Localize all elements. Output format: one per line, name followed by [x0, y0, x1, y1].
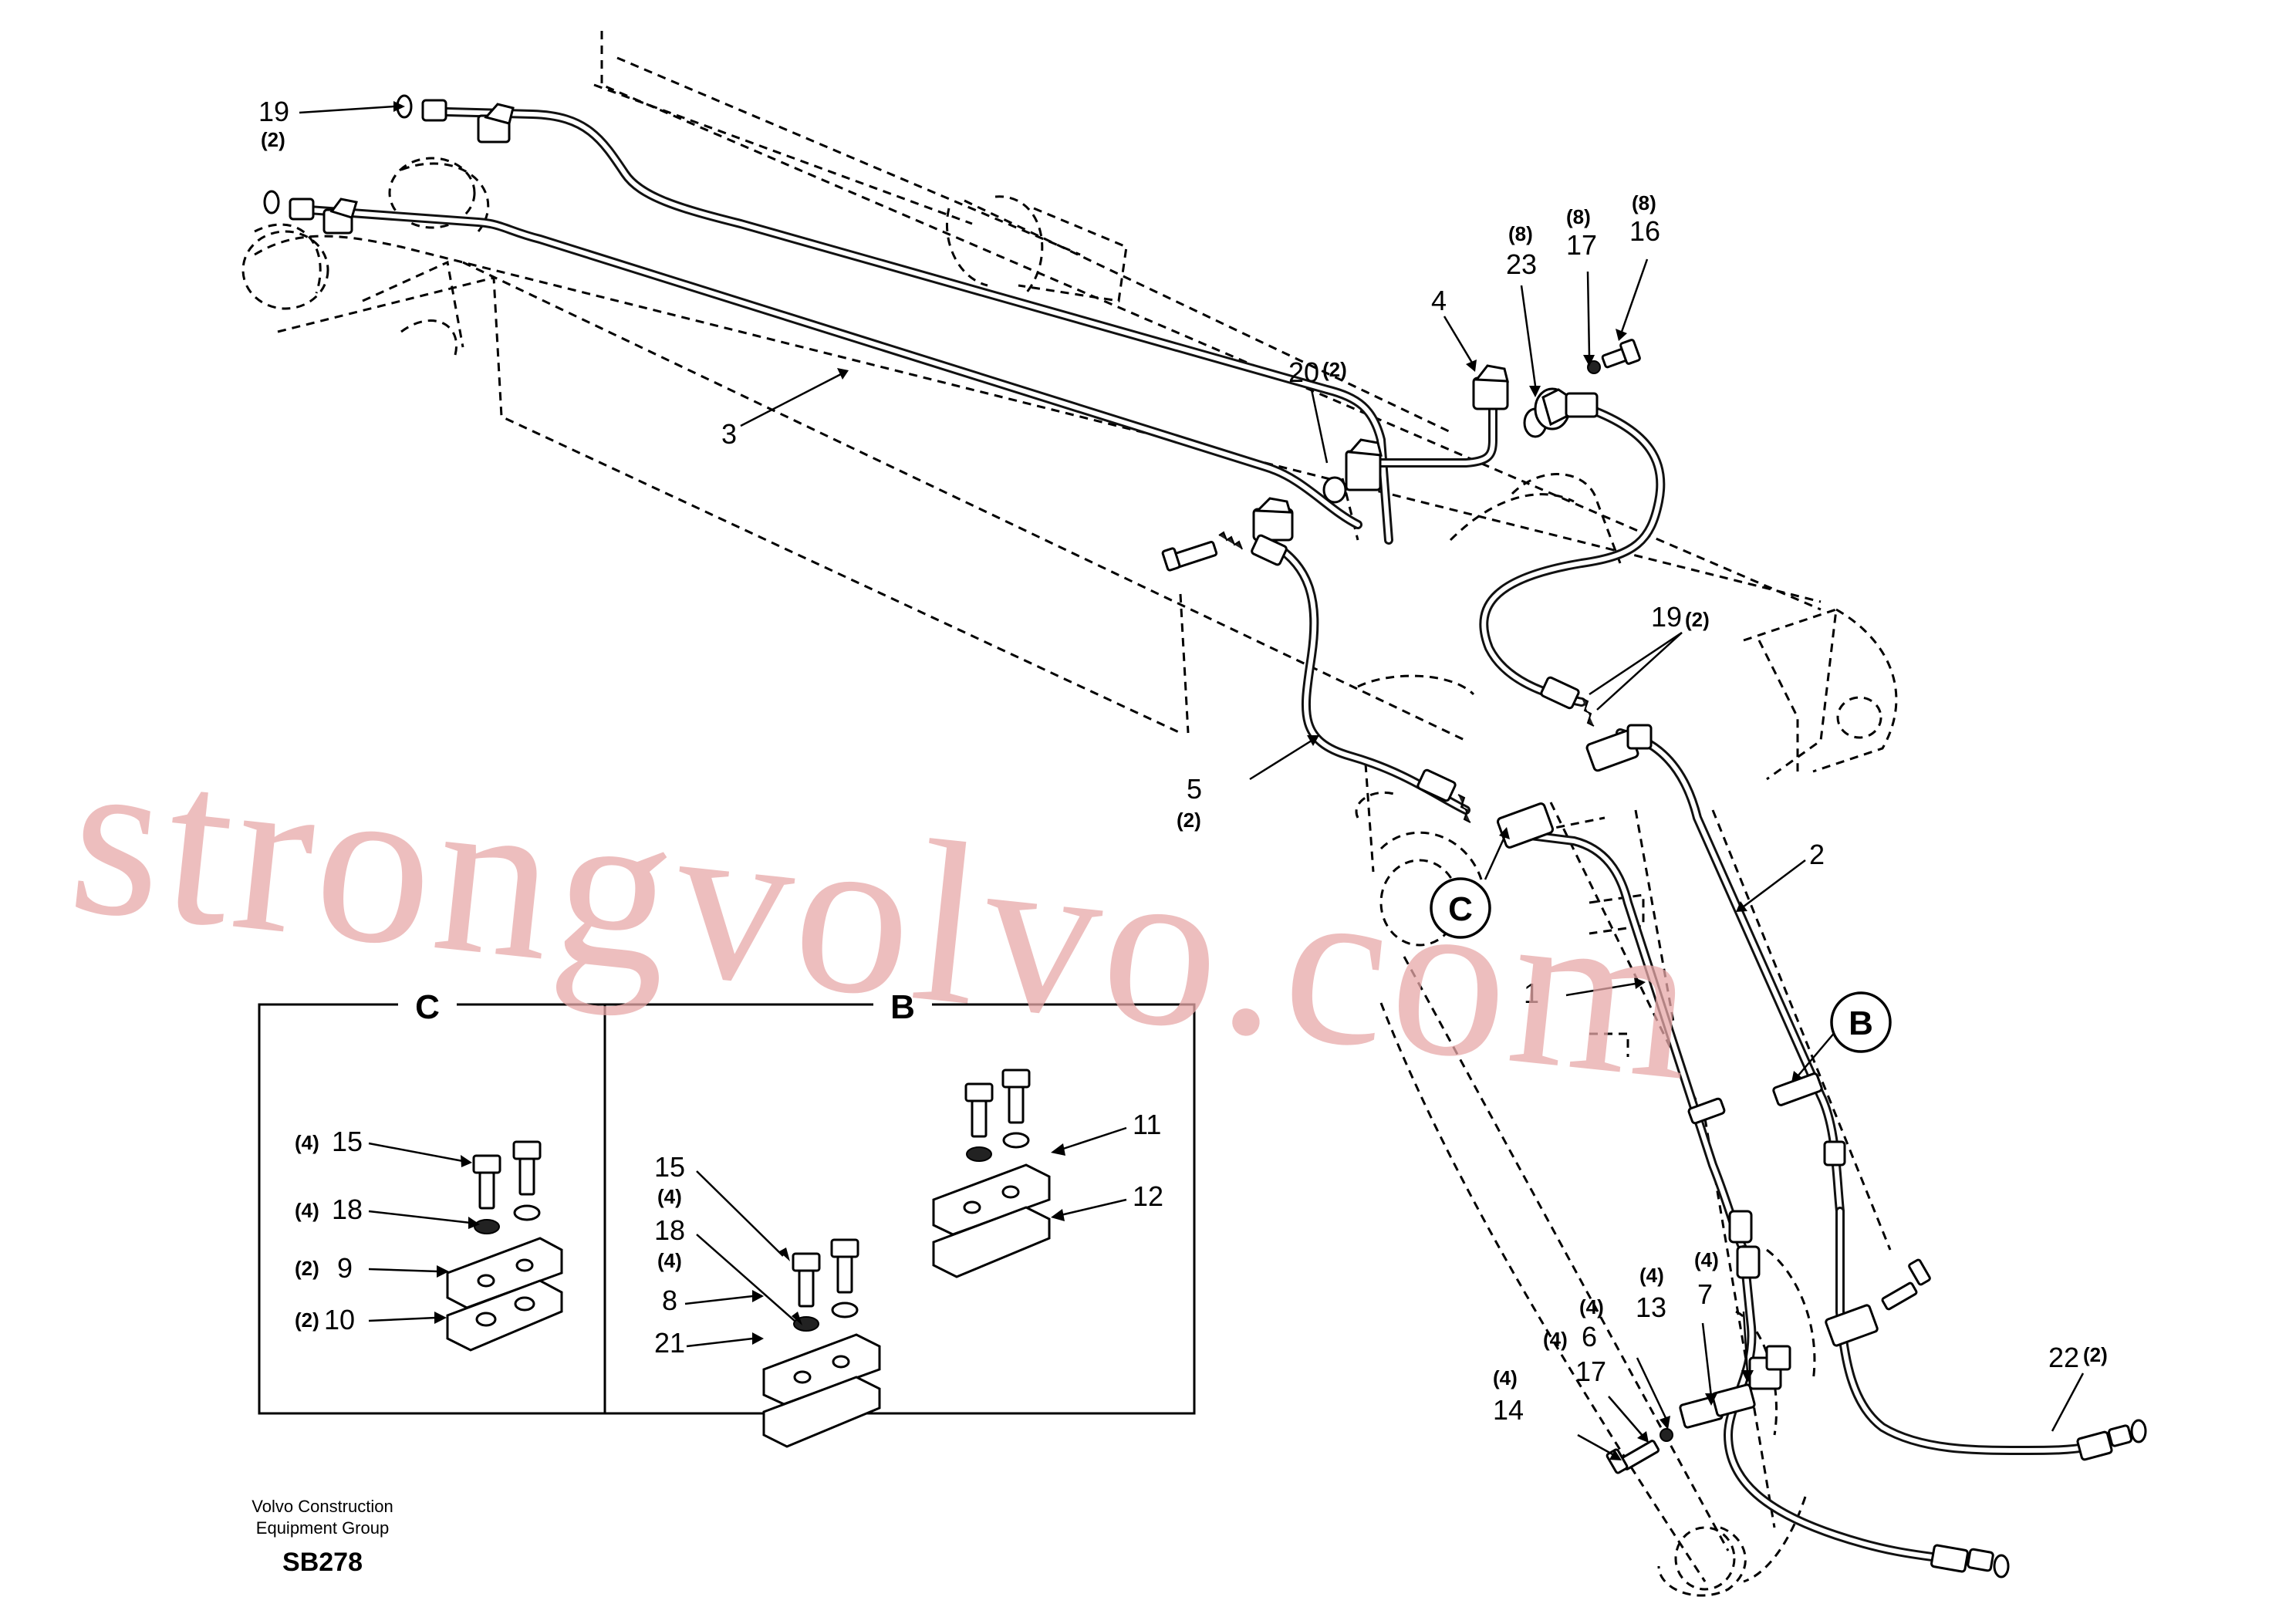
label-19-top-qty: (2) — [261, 128, 285, 151]
detail-c-label-15: 15 — [332, 1126, 363, 1157]
callout-c: C — [1430, 877, 1491, 939]
detail-c-label-15-qty: (4) — [295, 1131, 319, 1154]
fittings — [263, 94, 2147, 1578]
label-6: 6 — [1582, 1321, 1597, 1352]
label-16-qty: (8) — [1632, 191, 1656, 214]
label-20: 20 — [1288, 356, 1319, 388]
label-13: 13 — [1636, 1291, 1666, 1323]
detail-c-label-18-qty: (4) — [295, 1199, 319, 1222]
callout-b-label: B — [1849, 1004, 1873, 1042]
detail-b-label-11: 11 — [1133, 1109, 1161, 1140]
machine-outline — [241, 31, 1898, 1597]
hose-upper-right — [1479, 404, 1666, 707]
footer-company-line1: Volvo Construction — [252, 1497, 393, 1516]
label-23-qty: (8) — [1508, 222, 1533, 245]
detail-c-parts: (4) 15 (4) 18 (2) 9 (2) 10 — [295, 1126, 563, 1352]
hose-5 — [1261, 535, 1470, 815]
detail-boxes: C B — [258, 984, 1196, 1415]
detail-c-title: C — [415, 988, 440, 1026]
pipe-lower-3 — [304, 205, 1362, 529]
label-3: 3 — [721, 418, 737, 450]
label-19-right-qty: (2) — [1685, 608, 1710, 631]
callout-b: B — [1830, 991, 1892, 1053]
label-22: 22 — [2048, 1342, 2079, 1373]
label-14-qty: (4) — [1493, 1366, 1518, 1389]
detail-c-label-10: 10 — [324, 1304, 355, 1335]
label-5: 5 — [1187, 773, 1202, 805]
label-19-top: 19 — [258, 96, 289, 127]
detail-c-label-10-qty: (2) — [295, 1308, 319, 1332]
label-6-qty: (4) — [1579, 1295, 1604, 1318]
label-17-top: 17 — [1566, 229, 1597, 261]
detail-b-label-15-qty: (4) — [657, 1185, 682, 1208]
hose-lower-left — [1724, 1245, 1949, 1563]
label-17-bottom-qty: (4) — [1543, 1328, 1568, 1351]
leader-lines — [299, 101, 2085, 1460]
label-1: 1 — [1524, 977, 1539, 1009]
label-2: 2 — [1809, 839, 1825, 870]
label-17-top-qty: (8) — [1566, 205, 1591, 228]
label-4: 4 — [1431, 285, 1447, 316]
pipe-2 — [1616, 728, 1845, 1216]
label-14: 14 — [1493, 1394, 1524, 1426]
label-13-qty: (4) — [1639, 1264, 1664, 1287]
part-labels: 19 (2) 3 20 (2) 4 (8) 23 (8) 17 (8) 16 1… — [258, 96, 2108, 1426]
detail-b-title: B — [890, 988, 915, 1026]
label-16: 16 — [1629, 215, 1660, 247]
detail-b-label-18: 18 — [654, 1214, 685, 1246]
label-5-qty: (2) — [1177, 809, 1201, 832]
pipe-upper — [443, 107, 1393, 545]
label-22-qty: (2) — [2083, 1343, 2108, 1366]
detail-b-parts: 15 (4) 18 (4) 8 21 11 12 — [654, 1069, 1163, 1448]
pipe-4 — [1361, 381, 1497, 468]
detail-b-label-12: 12 — [1133, 1180, 1163, 1212]
footer-company-line2: Equipment Group — [256, 1518, 389, 1538]
watermark-text: strongvolvo.com — [60, 704, 1710, 1129]
label-17-bottom: 17 — [1575, 1356, 1606, 1387]
detail-b-label-15: 15 — [654, 1151, 685, 1183]
detail-b-label-8: 8 — [662, 1285, 677, 1316]
label-23: 23 — [1506, 248, 1537, 280]
label-7: 7 — [1697, 1278, 1713, 1310]
label-7-qty: (4) — [1694, 1248, 1719, 1271]
detail-c-label-18: 18 — [332, 1194, 363, 1225]
detail-c-label-9-qty: (2) — [295, 1257, 319, 1280]
footer: Volvo Construction Equipment Group SB278 — [252, 1497, 393, 1577]
footer-code: SB278 — [282, 1548, 363, 1577]
detail-b-label-18-qty: (4) — [657, 1249, 682, 1272]
label-19-right: 19 — [1651, 601, 1682, 633]
detail-b-label-21: 21 — [654, 1327, 685, 1359]
detail-c-label-9: 9 — [337, 1252, 353, 1284]
hose-lower-right — [1835, 1207, 2095, 1455]
callout-c-label: C — [1448, 890, 1473, 928]
label-20-qty: (2) — [1322, 358, 1347, 381]
